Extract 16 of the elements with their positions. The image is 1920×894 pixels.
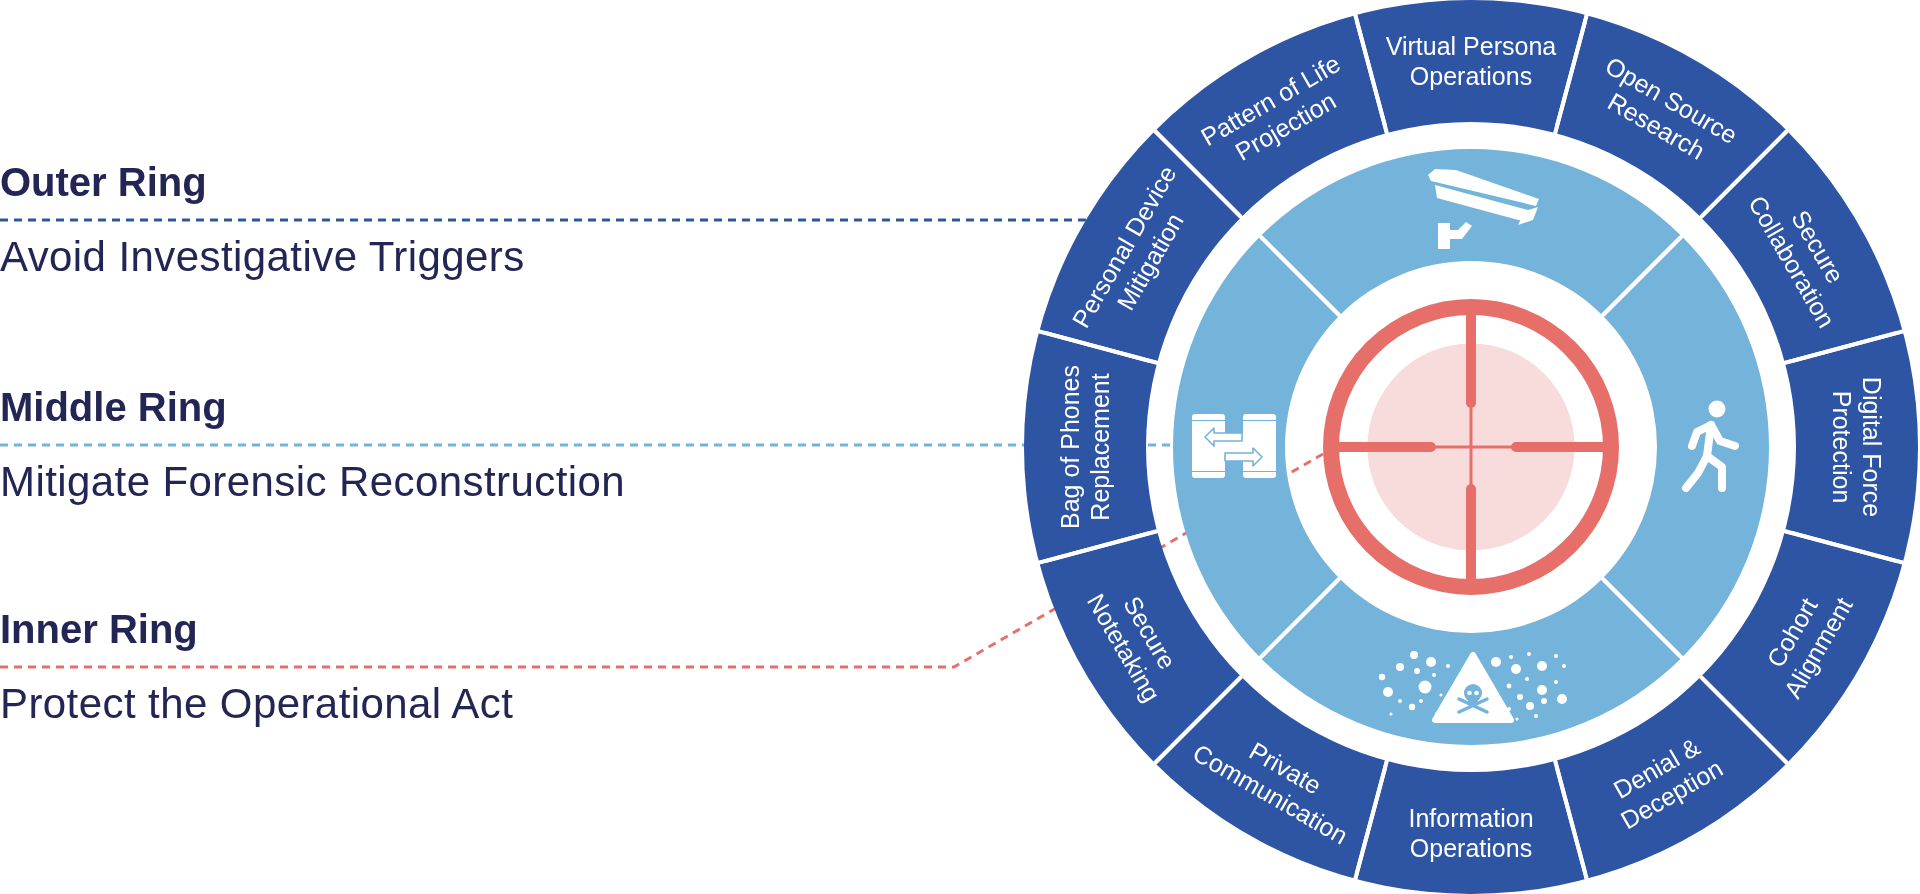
crosshair-target	[1323, 299, 1619, 595]
description-text: Avoid Investigative Triggers	[0, 232, 525, 282]
description-text: Mitigate Forensic Reconstruction	[0, 457, 626, 507]
leader-line	[0, 443, 1173, 447]
heading-text: Inner Ring	[0, 606, 198, 653]
segment-label: Bag of Phones Replacement	[1056, 365, 1114, 529]
ring-band	[1024, 0, 1918, 894]
leader-line	[0, 218, 1086, 222]
description-text: Protect the Operational Act	[0, 679, 514, 729]
ring-segment	[1700, 531, 1903, 764]
segment-label: Information Operations	[1408, 804, 1534, 862]
ring-segment	[1555, 676, 1788, 879]
segment-label: Virtual Persona Operations	[1385, 32, 1557, 90]
heading-text: Middle Ring	[0, 384, 227, 431]
heading-text: Outer Ring	[0, 159, 207, 206]
segment-label: Digital Force Protection	[1828, 376, 1886, 518]
